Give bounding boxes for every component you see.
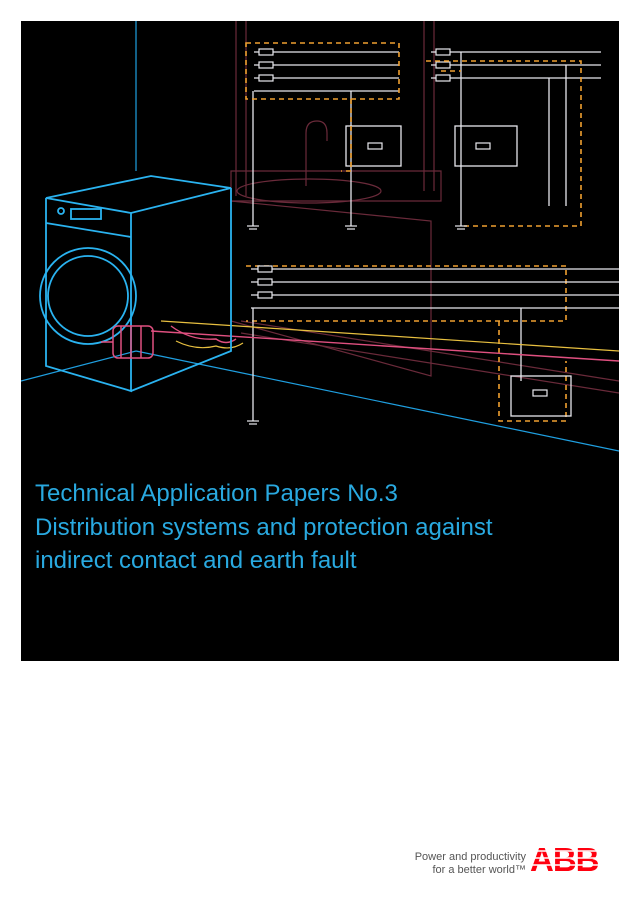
cover-illustration [21, 21, 619, 452]
lower-bus-wires [251, 268, 619, 421]
room-outline [21, 21, 619, 452]
abb-tagline: Power and productivity for a better worl… [415, 851, 526, 877]
abb-logo: ABB [530, 842, 622, 874]
earth-symbols [247, 225, 467, 425]
furniture-outline [230, 21, 619, 394]
abb-logo-stripes [530, 850, 622, 866]
washing-machine [39, 175, 232, 393]
tagline-line-1: Power and productivity [414, 851, 526, 863]
cover-panel: Technical Application Papers No.3 Distri… [21, 21, 619, 661]
yellow-fault-wires [160, 320, 619, 352]
document-title-line-2: indirect contact and earth fault [35, 547, 357, 574]
upper-fuse-symbols [258, 48, 491, 150]
lower-fuse-symbols [257, 265, 548, 397]
orange-fault-paths [245, 42, 582, 422]
upper-bus-wires [252, 51, 601, 226]
series-title: Technical Application Papers No.3 [35, 480, 398, 507]
motor [101, 325, 154, 359]
document-title: Distribution systems and protection agai… [35, 511, 605, 577]
tagline-line-2: for a better world™ [432, 864, 526, 876]
document-title-line-1: Distribution systems and protection agai… [35, 514, 493, 541]
